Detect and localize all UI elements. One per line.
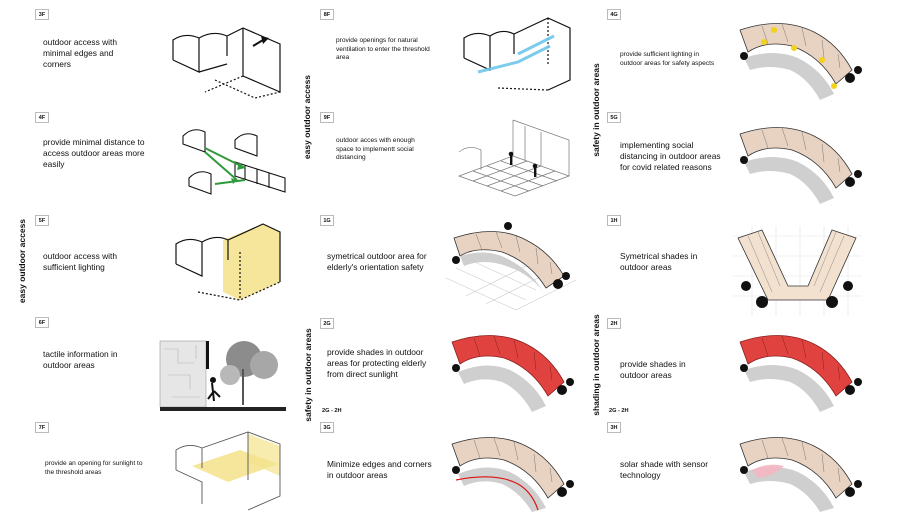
section-label-right-bottom: shading in outdoor areas xyxy=(591,314,601,416)
card-subcode: 2G - 2H xyxy=(322,408,342,414)
card-code: 5F xyxy=(35,215,49,226)
card-code: 5G xyxy=(607,112,621,123)
section-label-middle-top: easy outdoor access xyxy=(302,74,312,160)
tactile-wall-illustration xyxy=(159,340,286,411)
social-distancing-plan-illustration xyxy=(739,127,862,204)
threshold-axonometric-illustration xyxy=(172,27,281,99)
card-description: outdoor acces with enough space to imple… xyxy=(336,137,415,162)
ventilation-axonometric-illustration xyxy=(463,17,571,91)
section-label-right-top: safety in outdoor areas xyxy=(591,63,601,157)
card-code: 9F xyxy=(320,112,334,123)
section-label-left: easy outdoor access xyxy=(17,218,27,304)
section-label-middle-bottom: safety in outdoor areas xyxy=(303,328,313,422)
red-shades-illustration xyxy=(451,335,574,412)
card-description: provide shades in outdoor areas for prot… xyxy=(327,347,427,379)
card-description: provide openings for natural ventilation… xyxy=(336,37,430,62)
card-description: outdoor access with sufficient lighting xyxy=(43,251,118,272)
card-code: 1H xyxy=(607,215,621,226)
card-code: 4G xyxy=(607,9,621,20)
card-description: implementing social distancing in outdoo… xyxy=(620,140,721,172)
card-code: 3G xyxy=(320,422,334,433)
card-code: 3H xyxy=(607,422,621,433)
card-code: 4F xyxy=(35,112,49,123)
card-code: 3F xyxy=(35,9,49,20)
lighting-plan-illustration xyxy=(739,23,862,100)
social-distancing-space-illustration xyxy=(457,119,571,197)
card-code: 1G xyxy=(320,215,334,226)
card-description: Minimize edges and corners in outdoor ar… xyxy=(327,459,432,480)
card-description: provide sufficient lighting in outdoor a… xyxy=(620,51,715,67)
card-code: 2G xyxy=(320,318,334,329)
minimized-edges-plan-illustration xyxy=(451,437,574,512)
card-description: solar shade with sensor technology xyxy=(620,459,708,480)
card-code: 6F xyxy=(35,317,49,328)
card-description: provide shades in outdoor areas xyxy=(620,359,686,380)
card-description: provide minimal distance to access outdo… xyxy=(43,137,145,169)
sunlight-opening-illustration xyxy=(175,431,281,511)
card-description: provide an opening for sunlight to the t… xyxy=(45,460,143,476)
card-description: Symetrical shades in outdoor areas xyxy=(620,251,698,272)
card-code: 2H xyxy=(607,318,621,329)
lighting-axonometric-illustration xyxy=(175,223,281,301)
outdoor-area-plan-illustration xyxy=(445,222,577,311)
card-description: tactile information in outdoor areas xyxy=(43,349,118,370)
card-subcode: 2G - 2H xyxy=(609,408,629,414)
card-code: 8F xyxy=(320,9,334,20)
red-shades-plan-illustration xyxy=(739,335,862,412)
symmetrical-shades-plan-illustration xyxy=(732,226,862,316)
card-description: symetrical outdoor area for elderly's or… xyxy=(327,251,427,272)
card-description: outdoor access with minimal edges and co… xyxy=(43,37,118,69)
distance-axonometric-illustration xyxy=(182,129,286,195)
card-code: 7F xyxy=(35,422,49,433)
solar-sensor-shade-illustration xyxy=(739,437,862,512)
